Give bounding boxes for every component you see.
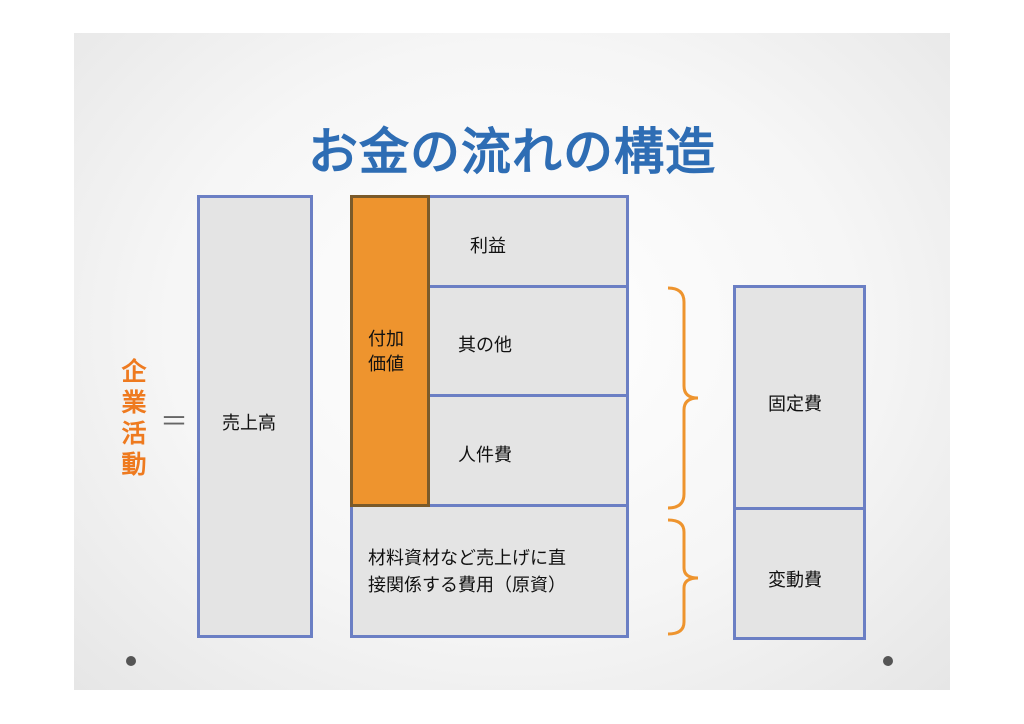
equals-sign: ＝ xyxy=(160,405,189,438)
vertical-char: 業 xyxy=(121,388,147,417)
materials-box xyxy=(350,504,629,638)
other-label: 其の他 xyxy=(458,335,512,356)
vertical-char: 活 xyxy=(121,419,147,448)
materials-line2: 接関係する費用（原資） xyxy=(368,575,566,596)
sales-label: 売上高 xyxy=(222,413,276,434)
fixed-cost-brace xyxy=(667,286,699,510)
variable-cost-label: 変動費 xyxy=(768,570,822,591)
materials-line1: 材料資材など売上げに直 xyxy=(368,548,566,569)
fixed-cost-box xyxy=(733,285,866,510)
value-added-box xyxy=(350,195,430,507)
value-added-line1: 付加 xyxy=(368,329,404,350)
value-added-label: 付加 価値 xyxy=(368,327,404,377)
variable-cost-brace xyxy=(667,518,699,636)
vertical-char: 動 xyxy=(121,450,147,479)
variable-cost-box xyxy=(733,507,866,640)
vertical-char: 企 xyxy=(121,357,147,386)
sales-box xyxy=(197,195,313,638)
brace-icon xyxy=(667,286,699,636)
page-title: お金の流れの構造 xyxy=(308,123,716,181)
business-activity-label: 企 業 活 動 xyxy=(116,356,152,480)
slide-dot-left xyxy=(126,656,136,666)
profit-label: 利益 xyxy=(470,236,506,257)
materials-label: 材料資材など売上げに直 接関係する費用（原資） xyxy=(368,545,566,599)
slide-dot-right xyxy=(883,656,893,666)
value-added-line2: 価値 xyxy=(368,354,404,375)
fixed-cost-label: 固定費 xyxy=(768,394,822,415)
personnel-label: 人件費 xyxy=(458,445,512,466)
